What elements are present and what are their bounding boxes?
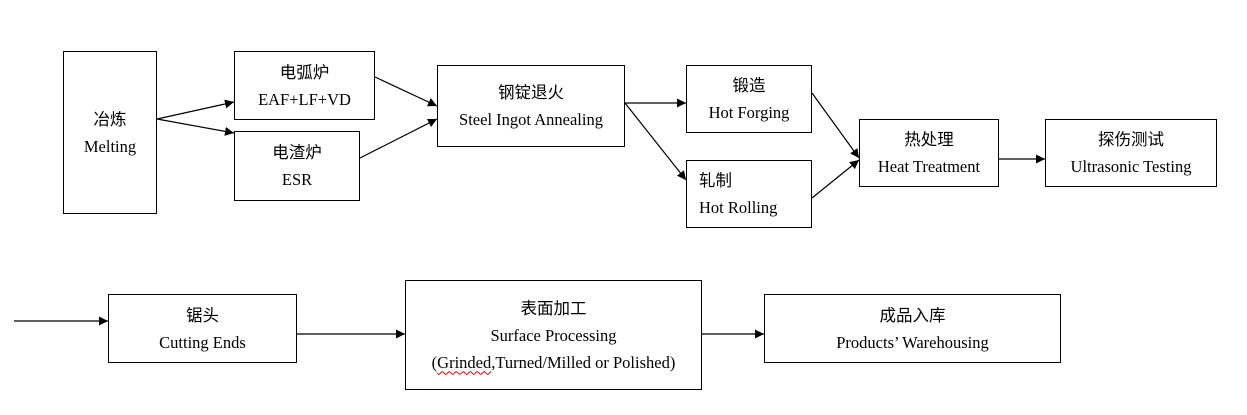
surface-processing-box: 表面加工 Surface Processing (Grinded,Turned/… <box>405 280 702 390</box>
surface-processing-label-zh: 表面加工 <box>520 298 587 318</box>
heat-treatment-label-zh: 热处理 <box>904 130 954 149</box>
surface-processing-detail: (Grinded,Turned/Milled or Polished) <box>432 349 676 376</box>
warehousing-box: 成品入库 Products’ Warehousing <box>764 294 1061 363</box>
rolling-box: 轧制 Hot Rolling <box>686 160 812 228</box>
rolling-label-en: Hot Rolling <box>699 198 778 217</box>
arrow-annealing-to-rolling <box>624 102 687 181</box>
ultrasonic-testing-box: 探伤测试 Ultrasonic Testing <box>1045 119 1217 187</box>
esr-label-en: ESR <box>281 170 313 189</box>
melting-box: 冶炼 Melting <box>63 51 157 214</box>
arrow-eaf-to-annealing <box>374 76 438 107</box>
heat-treatment-label-en: Heat Treatment <box>877 157 981 176</box>
forging-box: 锻造 Hot Forging <box>686 65 812 133</box>
spellcheck-word-grinded: Grinded <box>437 352 492 372</box>
heat-treatment-box: 热处理 Heat Treatment <box>859 119 999 187</box>
forging-label-en: Hot Forging <box>708 103 790 122</box>
melting-label-en: Melting <box>83 136 137 156</box>
eaf-box: 电弧炉 EAF+LF+VD <box>234 51 375 120</box>
arrow-melting-to-eaf <box>156 99 235 120</box>
arrow-rolling-to-heat <box>811 159 860 199</box>
esr-box: 电渣炉 ESR <box>234 131 360 201</box>
annealing-box: 钢锭退火 Steel Ingot Annealing <box>437 65 625 147</box>
surface-processing-detail-open: ( <box>431 352 438 372</box>
melting-label-zh: 冶炼 <box>93 109 127 129</box>
cutting-ends-label-en: Cutting Ends <box>159 332 246 352</box>
cutting-ends-box: 锯头 Cutting Ends <box>108 294 297 363</box>
forging-label-zh: 锻造 <box>732 76 766 95</box>
surface-processing-detail-rest: ,Turned/Milled or Polished) <box>491 352 676 372</box>
arrow-esr-to-annealing <box>359 118 438 159</box>
ultrasonic-testing-label-en: Ultrasonic Testing <box>1070 157 1192 176</box>
eaf-label-en: EAF+LF+VD <box>258 89 351 109</box>
annealing-label-zh: 钢锭退火 <box>498 83 564 102</box>
annealing-label-en: Steel Ingot Annealing <box>459 110 603 129</box>
ultrasonic-testing-label-zh: 探伤测试 <box>1098 130 1164 149</box>
rolling-label-zh: 轧制 <box>699 171 732 190</box>
arrow-melting-to-esr <box>156 118 235 136</box>
cutting-ends-label-zh: 锯头 <box>186 305 219 325</box>
warehousing-label-zh: 成品入库 <box>879 305 946 325</box>
warehousing-label-en: Products’ Warehousing <box>836 332 989 352</box>
esr-label-zh: 电渣炉 <box>272 143 322 162</box>
surface-processing-label-en: Surface Processing <box>490 325 617 345</box>
eaf-label-zh: 电弧炉 <box>279 62 330 82</box>
arrow-forging-to-heat <box>811 92 860 159</box>
